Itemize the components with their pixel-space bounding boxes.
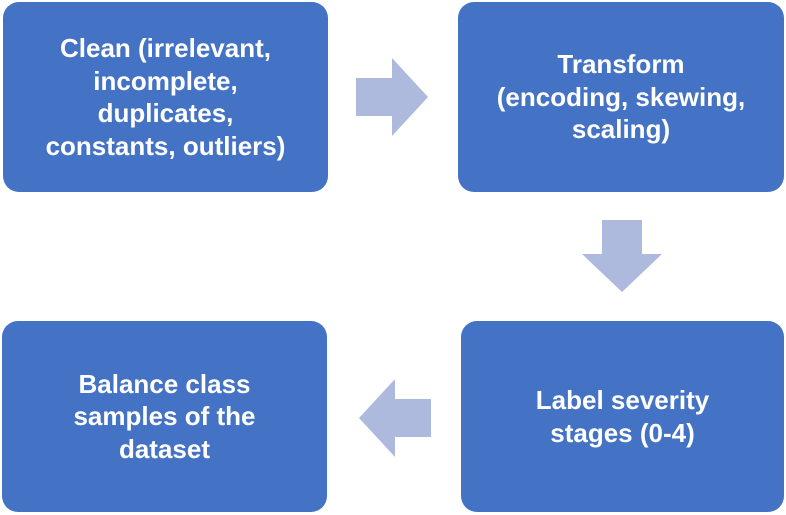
step-clean-label: Clean (irrelevant, incomplete, duplicate… [45, 33, 286, 161]
step-balance-label: Balance class samples of the dataset [73, 368, 256, 464]
arrow-left-icon [359, 379, 431, 457]
arrow-down-shape [582, 220, 662, 292]
arrow-left-shape [359, 379, 431, 457]
arrow-down-icon [582, 220, 662, 292]
step-balance-box: Balance class samples of the dataset [2, 321, 327, 512]
arrow-right-icon [356, 58, 428, 136]
arrow-right-shape [356, 58, 428, 136]
step-transform-label: Transform (encoding, skewing, scaling) [496, 49, 746, 145]
step-transform-box: Transform (encoding, skewing, scaling) [458, 2, 784, 192]
step-label-box: Label severity stages (0-4) [461, 321, 784, 512]
step-clean-box: Clean (irrelevant, incomplete, duplicate… [3, 2, 328, 192]
step-label-label: Label severity stages (0-4) [535, 385, 710, 448]
